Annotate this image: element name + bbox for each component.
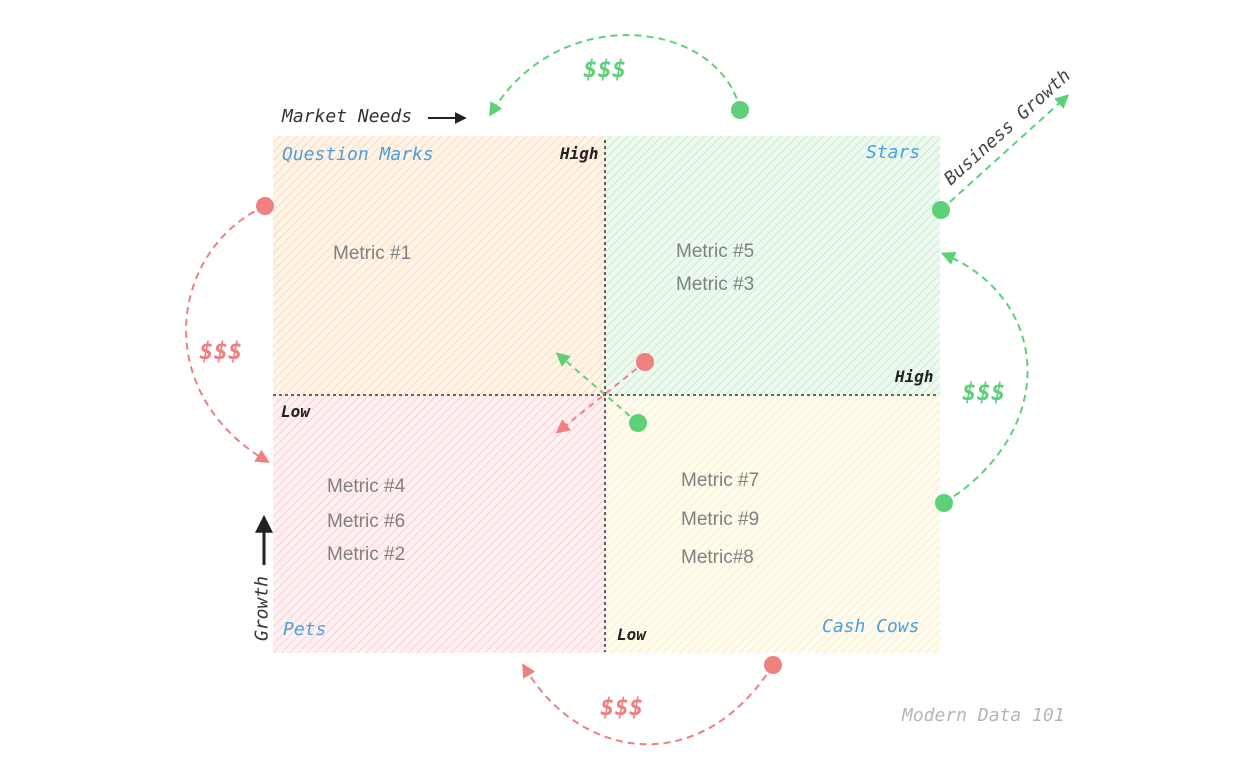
low-label-horizontal: Low: [281, 402, 310, 421]
center-green-dot: [629, 414, 647, 432]
low-label-vertical: Low: [617, 625, 646, 644]
high-label-horizontal: High: [895, 367, 934, 386]
center-red-dot: [636, 353, 654, 371]
center-red-arrow: [555, 361, 646, 434]
flow-bottom-label: $$$: [600, 693, 644, 721]
flow-top-label: $$$: [583, 55, 627, 83]
cash-cows-title: Cash Cows: [822, 616, 920, 637]
business-growth-dot: [932, 201, 950, 219]
metric-label: Metric #9: [681, 509, 760, 530]
flow-right-label: $$$: [962, 378, 1006, 406]
quadrant-cash-cows: [605, 395, 940, 653]
quadrant-stars: [605, 136, 940, 395]
question-marks-title: Question Marks: [282, 144, 434, 165]
metric-label: Metric #7: [681, 470, 760, 491]
metric-label: Metric #1: [333, 243, 412, 264]
metric-label: Metric #6: [327, 511, 406, 532]
metric-label: Metric #5: [676, 241, 755, 262]
flow-top-start-dot: [731, 101, 749, 119]
watermark: Modern Data 101: [902, 705, 1065, 726]
quadrant-pets: [273, 395, 605, 653]
flow-left-start-dot: [256, 197, 274, 215]
business-growth-arrow: [940, 94, 1070, 211]
flow-left-label: $$$: [199, 337, 243, 365]
pets-title: Pets: [283, 619, 327, 640]
flow-right-arrow: [940, 251, 1029, 504]
stars-title: Stars: [866, 142, 921, 163]
high-label-vertical: High: [560, 144, 599, 163]
quadrant-question-marks: [273, 136, 605, 395]
metric-label: Metric#8: [681, 547, 754, 568]
market-needs-label: Market Needs: [282, 106, 413, 127]
growth-label: Growth: [251, 575, 273, 642]
flow-left-arrow: [185, 205, 270, 463]
flow-bottom-start-dot: [764, 656, 782, 674]
metric-label: Metric #2: [327, 544, 406, 565]
metric-label: Metric #4: [327, 476, 406, 497]
metric-label: Metric #3: [676, 274, 755, 295]
flow-right-start-dot: [935, 494, 953, 512]
flow-bottom-arrow: [522, 663, 774, 746]
